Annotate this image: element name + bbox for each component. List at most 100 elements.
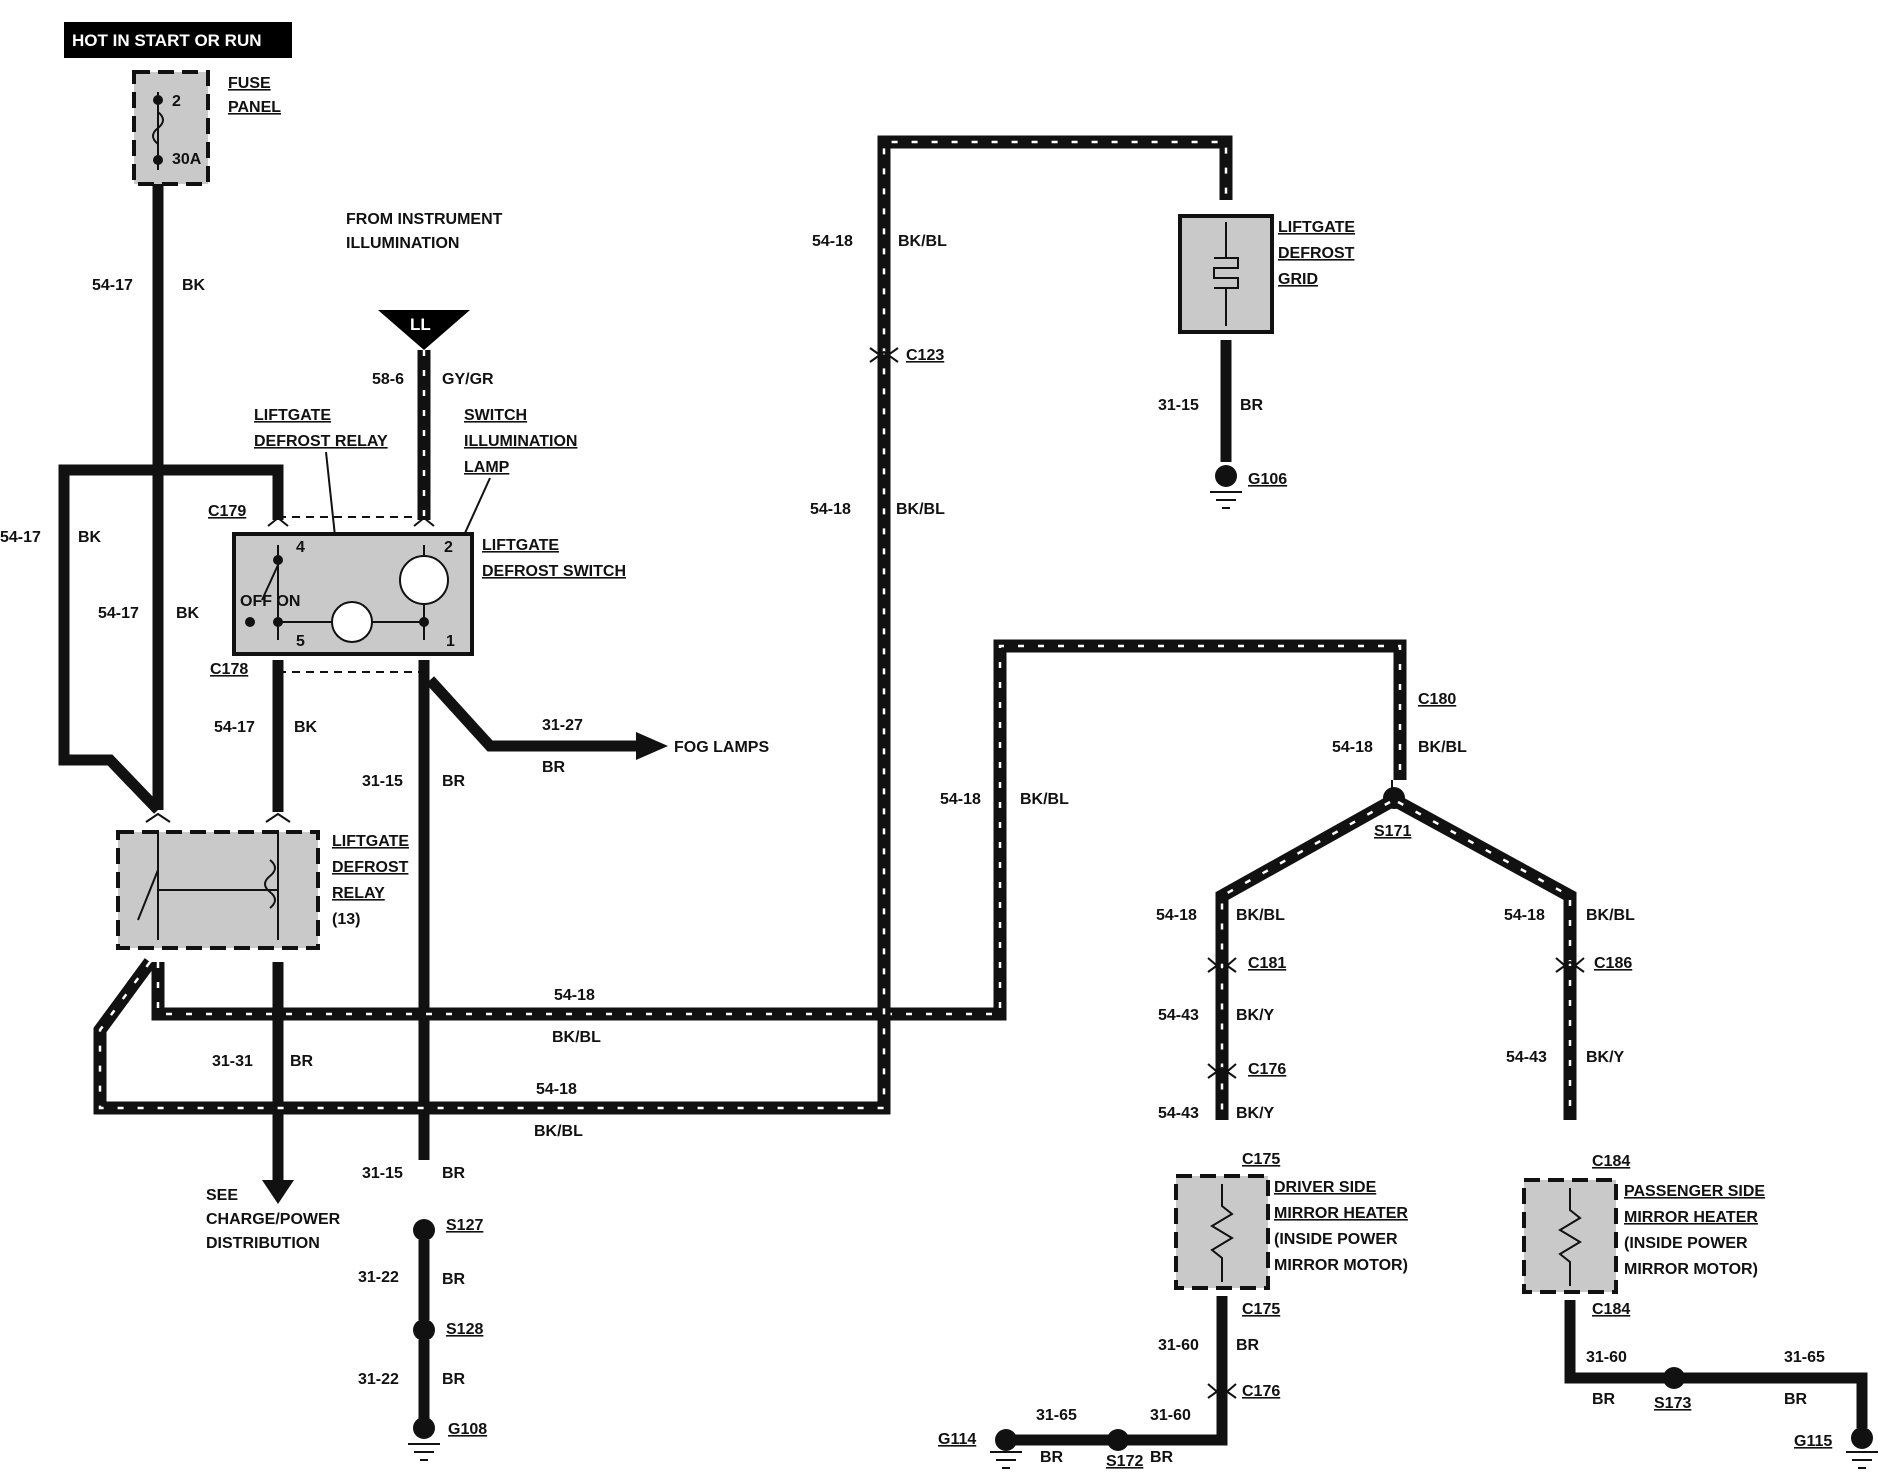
wire-color-br-k: BR xyxy=(1592,1391,1616,1408)
relay-coil-icon xyxy=(264,859,276,909)
wire-label-54-17-a: 54-17 xyxy=(92,277,133,294)
wire-label-31-22-a: 31-22 xyxy=(358,1269,399,1286)
pass-heater-label-4: MIRROR MOTOR) xyxy=(1624,1261,1758,1278)
switch-name-1: LIFTGATE xyxy=(482,537,559,554)
wire-label-54-18-h: 54-18 xyxy=(1504,907,1545,924)
wire-label-31-60-b: 31-60 xyxy=(1150,1407,1191,1424)
connector-c179: C179 xyxy=(208,503,246,520)
relay-internal-lines xyxy=(137,830,279,940)
splice-s127 xyxy=(413,1219,435,1241)
wire-color-bkbl-g: BK/BL xyxy=(1236,907,1285,924)
wire-color-gygr: GY/GR xyxy=(442,371,494,388)
connector-c176b: C176 xyxy=(1242,1383,1280,1400)
wire-color-bkbl-b: BK/BL xyxy=(534,1123,583,1140)
wire-color-br-c: BR xyxy=(290,1053,314,1070)
splice-s172-label: S172 xyxy=(1106,1453,1143,1470)
ground-g114-icon xyxy=(990,1451,1022,1469)
wire-label-31-15-c: 31-15 xyxy=(1158,397,1199,414)
wire-color-bky-a: BK/Y xyxy=(1236,1007,1275,1024)
wire-54-18-bus-upper xyxy=(151,639,1407,1021)
splice-s173-label: S173 xyxy=(1654,1395,1691,1412)
pass-heater-label-2: MIRROR HEATER xyxy=(1624,1209,1758,1226)
wire-color-br-l: BR xyxy=(1784,1391,1808,1408)
connector-c175b: C175 xyxy=(1242,1301,1280,1318)
switch-illumination-lamp-icon xyxy=(399,555,449,605)
connector-c180: C180 xyxy=(1418,691,1456,708)
switch-name-2: DEFROST SWITCH xyxy=(482,563,626,580)
switch-off-contact xyxy=(245,617,255,627)
wire-color-br-j: BR xyxy=(1040,1449,1064,1466)
ground-g114-dot xyxy=(995,1429,1017,1451)
illum-source-1: FROM INSTRUMENT xyxy=(346,211,503,228)
wire-label-31-65-a: 31-65 xyxy=(1036,1407,1077,1424)
connector-c123: C123 xyxy=(906,347,944,364)
switch-off-on: OFF ON xyxy=(240,593,300,610)
wire-label-54-17-d: 54-17 xyxy=(214,719,255,736)
pass-heater-label-3: (INSIDE POWER xyxy=(1624,1235,1748,1252)
wire-color-br-a: BR xyxy=(442,773,466,790)
ground-g115-dot xyxy=(1851,1427,1873,1449)
connector-c176a: C176 xyxy=(1248,1061,1286,1078)
wire-label-31-27: 31-27 xyxy=(542,717,583,734)
wire-label-58-6: 58-6 xyxy=(372,371,404,388)
wire-label-54-18-b: 54-18 xyxy=(536,1081,577,1098)
wire-color-bkbl-c: BK/BL xyxy=(898,233,947,250)
wire-label-31-60-c: 31-60 xyxy=(1586,1349,1627,1366)
wire-label-54-18-e: 54-18 xyxy=(1332,739,1373,756)
fuse-rating: 30A xyxy=(172,151,202,168)
switch-internal-lines xyxy=(261,545,425,640)
relay-label-3: RELAY xyxy=(332,885,385,902)
header-box xyxy=(64,22,292,58)
wire-54-18-bus-upper-stripe xyxy=(156,644,1402,1016)
wire-color-br-b: BR xyxy=(542,759,566,776)
wire-54-18-bus-lower-stripe xyxy=(98,140,1228,1110)
splice-s128 xyxy=(413,1319,435,1341)
ground-g106-label: G106 xyxy=(1248,471,1287,488)
ground-g108-label: G108 xyxy=(448,1421,487,1438)
wire-color-br-d: BR xyxy=(442,1165,466,1182)
wire-label-54-43-b: 54-43 xyxy=(1158,1105,1199,1122)
wire-31-60-65-passenger xyxy=(1564,1300,1868,1428)
wire-color-bkbl-a: BK/BL xyxy=(552,1029,601,1046)
fuse-label-1: FUSE xyxy=(228,75,271,92)
splice-s173 xyxy=(1663,1367,1685,1389)
wire-label-54-17-c: 54-17 xyxy=(98,605,139,622)
connector-c176a-icon xyxy=(1207,1063,1237,1079)
connector-c186: C186 xyxy=(1594,955,1632,972)
fuse-panel xyxy=(132,70,210,186)
wire-label-54-18-g: 54-18 xyxy=(1156,907,1197,924)
wire-color-bk-a: BK xyxy=(182,277,206,294)
passenger-heater-element-icon xyxy=(1558,1188,1582,1286)
wire-color-br-g: BR xyxy=(1240,397,1264,414)
wire-label-31-31: 31-31 xyxy=(212,1053,253,1070)
wire-color-bk-c: BK xyxy=(176,605,200,622)
wire-label-54-18-a: 54-18 xyxy=(554,987,595,1004)
see-label-3: DISTRIBUTION xyxy=(206,1235,320,1252)
wire-label-31-65-b: 31-65 xyxy=(1784,1349,1825,1366)
illum-source-2: ILLUMINATION xyxy=(346,235,459,252)
wire-color-bkbl-f: BK/BL xyxy=(1020,791,1069,808)
wire-label-31-15-b: 31-15 xyxy=(362,1165,403,1182)
driver-heater-element-icon xyxy=(1210,1184,1234,1282)
ground-g115-label: G115 xyxy=(1794,1433,1832,1450)
grid-label-1: LIFTGATE xyxy=(1278,219,1355,236)
grid-label-2: DEFROST xyxy=(1278,245,1355,262)
splice-s171-label: S171 xyxy=(1374,823,1411,840)
fog-arrow-icon xyxy=(636,732,668,760)
switch-top-terminals xyxy=(267,516,435,527)
fog-lamps-label: FOG LAMPS xyxy=(674,739,769,756)
relay-top-terminals xyxy=(145,812,291,823)
wire-54-18-driver-stripe xyxy=(1220,800,1391,1120)
ground-g106-icon xyxy=(1210,491,1242,509)
header-label: HOT IN START OR RUN xyxy=(72,31,262,50)
illum-lamp-callout-2: ILLUMINATION xyxy=(464,433,577,450)
driver-heater-label-2: MIRROR HEATER xyxy=(1274,1205,1408,1222)
switch-pin-1: 1 xyxy=(446,633,455,650)
wire-label-31-22-b: 31-22 xyxy=(358,1371,399,1388)
switch-pin-2: 2 xyxy=(444,539,453,556)
driver-heater-label-4: MIRROR MOTOR) xyxy=(1274,1257,1408,1274)
wire-54-18-passenger xyxy=(1394,796,1577,1120)
relay-callout-2: DEFROST RELAY xyxy=(254,433,388,450)
illum-lamp-callout-1: SWITCH xyxy=(464,407,527,424)
see-label-1: SEE xyxy=(206,1187,238,1204)
